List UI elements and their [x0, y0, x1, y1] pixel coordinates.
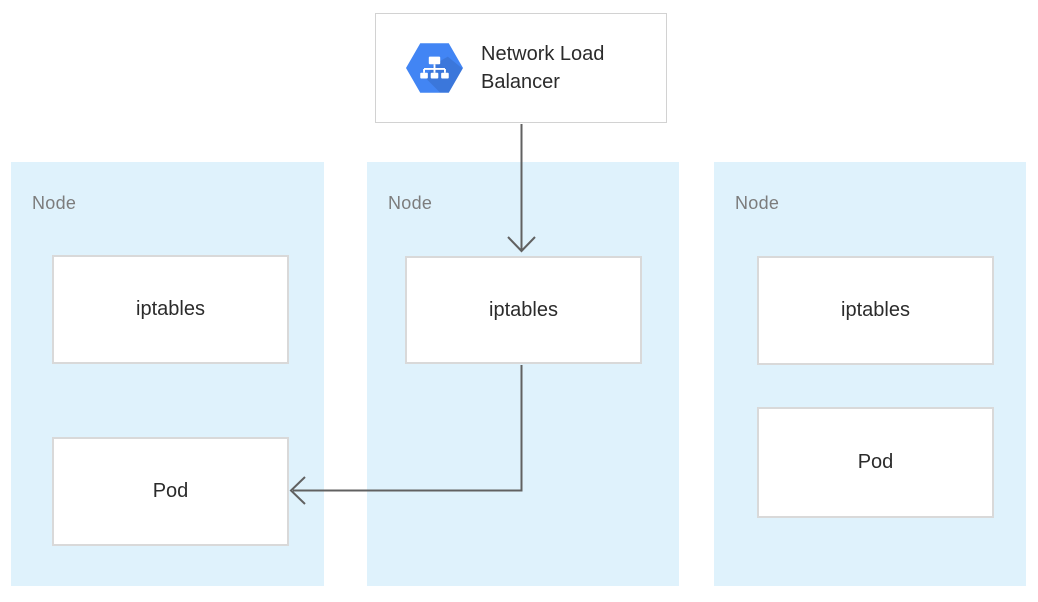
node-1-iptables-box: iptables: [52, 255, 289, 364]
node-2-iptables-label: iptables: [489, 298, 558, 321]
node-3-pod-box: Pod: [757, 407, 994, 518]
network-load-balancer-label: Network Load Balancer: [481, 43, 605, 93]
node-1-iptables-label: iptables: [136, 298, 205, 320]
node-1-pod-label: Pod: [152, 480, 189, 502]
node-container-3: Node: [714, 162, 1026, 586]
node-container-2: Node: [367, 162, 679, 586]
network-load-balancer-icon: [406, 43, 463, 93]
node-1-pod-box: Pod: [52, 437, 289, 546]
node-3-iptables-label: iptables: [841, 299, 910, 321]
node-3-iptables-box: iptables: [757, 256, 994, 365]
node-1-label: Node: [32, 193, 77, 213]
node-2-label: Node: [388, 193, 433, 213]
node-2-iptables-box: iptables: [405, 256, 642, 364]
node-3-pod-label: Pod: [857, 451, 894, 473]
network-load-balancer-box: Network Load Balancer: [375, 13, 667, 123]
node-3-label: Node: [735, 193, 780, 213]
